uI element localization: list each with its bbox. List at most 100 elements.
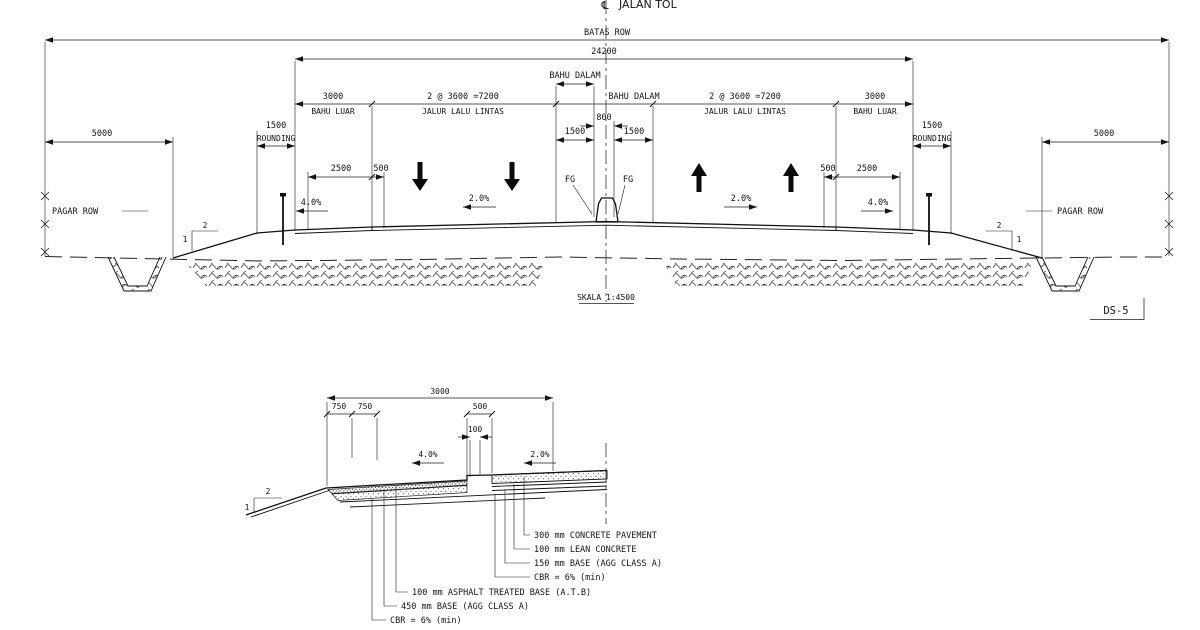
road-title: JALAN TOL (618, 0, 678, 11)
pavement-detail: 3000 750 750 500 100 4.0% (245, 387, 662, 626)
slope-ratio-h-right: 2 (997, 221, 1002, 230)
existing-ground (44, 256, 1169, 286)
det-slope-4-text: 4.0% (418, 450, 437, 459)
dim-1500-rounding-left: 1500 (266, 121, 286, 131)
dim-rounding-left: 1500 ROUNDING (256, 121, 296, 234)
layer-callouts-left: 100 mm ASPHALT TREATED BASE (A.T.B) 450 … (371, 486, 591, 626)
det-slope-ratio-h: 2 (266, 487, 271, 496)
dim-24200: 24200 (294, 47, 914, 231)
slope-ratio-v-right: 1 (1017, 235, 1022, 244)
ditch-right (1035, 256, 1095, 292)
dim-shoulder-left: 2500 500 (307, 164, 389, 229)
slope-label-outer-left: 4.0% (296, 198, 328, 214)
dim-1500-inner-left: 1500 (565, 127, 585, 137)
dim-3000-right: 3000 (865, 92, 885, 102)
slope-4-right-text: 4.0% (868, 198, 888, 208)
pagar-row-label-right: PAGAR ROW (1026, 207, 1104, 217)
bahu-dalam-right-label: BAHU DALAM (608, 92, 659, 102)
sheet-ref-text: DS-5 (1103, 305, 1128, 317)
rounding-right-label: ROUNDING (913, 134, 952, 143)
slope-label-outer-right: 4.0% (861, 198, 893, 214)
traffic-arrow-down-icon-1 (412, 162, 428, 191)
layer-concrete-label: 300 mm CONCRETE PAVEMENT (534, 531, 657, 541)
det-dim-100: 100 (458, 425, 492, 477)
traffic-arrow-down-icon-2 (504, 162, 520, 191)
fg-right-text: FG (623, 175, 633, 185)
jalur-right-label: JALUR LALU LINTAS (704, 107, 786, 116)
det-dim-100-text: 100 (468, 425, 483, 434)
layer-callouts-right: 300 mm CONCRETE PAVEMENT 100 mm LEAN CON… (494, 477, 662, 583)
dim-5000-left: 5000 (45, 129, 174, 257)
det-slope-2: 2.0% (524, 450, 556, 466)
det-dim-500: 500 (463, 402, 496, 477)
median-barrier (595, 197, 619, 223)
row-fence-marks (40, 191, 1174, 257)
layer-lean-label: 100 mm LEAN CONCRETE (534, 545, 636, 555)
fg-label-right: FG (617, 175, 633, 215)
road-centerline: ℄ JALAN TOL (600, 0, 678, 302)
fg-label-left: FG (565, 175, 593, 215)
dim-lanes-left: 2 @ 3600 =7200 (427, 92, 499, 102)
det-slope-2-text: 2.0% (530, 450, 549, 459)
det-dim-3000: 3000 (326, 387, 554, 486)
atb-layer (327, 480, 468, 494)
slope-4-left-text: 4.0% (301, 198, 321, 208)
layer-atb-label: 100 mm ASPHALT TREATED BASE (A.T.B) (412, 588, 591, 598)
det-dim-750-a: 750 (332, 402, 347, 411)
guardrail-post-left (280, 193, 286, 245)
slope-2-left-text: 2.0% (469, 194, 489, 204)
dim-500-left: 500 (373, 164, 388, 174)
total-width-dim: 24200 (591, 47, 617, 57)
slope-label-inner-right: 2.0% (724, 194, 757, 210)
jalur-left-label: JALUR LALU LINTAS (422, 107, 504, 116)
bahu-luar-right-label: BAHU LUAR (853, 107, 897, 116)
bahu-dalam-left-label: BAHU DALAM (549, 71, 600, 81)
median-width-dim: 800 (596, 113, 611, 123)
det-dim-3000-text: 3000 (430, 387, 449, 396)
bahu-luar-left-label: BAHU LUAR (311, 107, 355, 116)
fg-left-text: FG (565, 175, 575, 185)
sheet-ref: DS-5 (1090, 298, 1145, 320)
det-structure (245, 469, 608, 518)
dim-500-right: 500 (820, 164, 835, 174)
dim-5000-right-text: 5000 (1094, 129, 1114, 139)
dim-shoulder-right: 500 2500 (820, 164, 901, 229)
det-slope-ratio: 2 1 (245, 487, 282, 512)
ditch-left (107, 256, 167, 292)
pagar-row-left-text: PAGAR ROW (52, 207, 99, 217)
det-dim-750: 750 750 (323, 402, 381, 460)
cross-section: ℄ JALAN TOL BATAS ROW 24200 BAHU DALAM (40, 0, 1174, 320)
ground-hatch-right (664, 263, 1032, 286)
traffic-arrow-up-icon-2 (783, 163, 799, 192)
dim-lanes-right: 2 @ 3600 =7200 (709, 92, 781, 102)
dim-1500-inner: 1500 1500 (556, 127, 653, 143)
dim-5000-right: 5000 (1041, 129, 1169, 257)
det-slope-4: 4.0% (412, 450, 444, 466)
dim-batas-row: BATAS ROW (44, 28, 1170, 256)
det-dim-750-b: 750 (358, 402, 373, 411)
rounding-left-label: ROUNDING (257, 134, 296, 143)
dim-5000-left-text: 5000 (92, 129, 112, 139)
slope-2-right-text: 2.0% (731, 194, 751, 204)
batas-row-label: BATAS ROW (584, 28, 631, 38)
guardrail-post-right (926, 193, 932, 245)
scale-note-text: SKALA 1:4500 (577, 293, 635, 302)
dim-rounding-right: 1500 ROUNDING (913, 121, 952, 234)
base450-layer (331, 485, 468, 501)
dim-3000-left: 3000 (323, 92, 343, 102)
ground-hatch-left (186, 263, 544, 286)
slope-ratio-v-left: 1 (183, 235, 188, 244)
dim-main-row: 3000 2 @ 3600 =7200 BAHU DALAM 2 @ 3600 … (295, 92, 913, 228)
pagar-row-right-text: PAGAR ROW (1057, 207, 1104, 217)
dim-1500-inner-right: 1500 (624, 127, 644, 137)
dim-2500-left: 2500 (331, 164, 351, 174)
layer-base150-label: 150 mm BASE (AGG CLASS A) (534, 559, 662, 569)
layer-base450-label: 450 mm BASE (AGG CLASS A) (401, 602, 529, 612)
det-dim-500-text: 500 (473, 402, 488, 411)
layer-cbr-top-label: CBR = 6% (min) (534, 573, 606, 583)
dim-1500-rounding-right: 1500 (922, 121, 942, 131)
slope-ratio-h-left: 2 (203, 221, 208, 230)
slope-ratio-left: 2 1 (183, 221, 218, 251)
